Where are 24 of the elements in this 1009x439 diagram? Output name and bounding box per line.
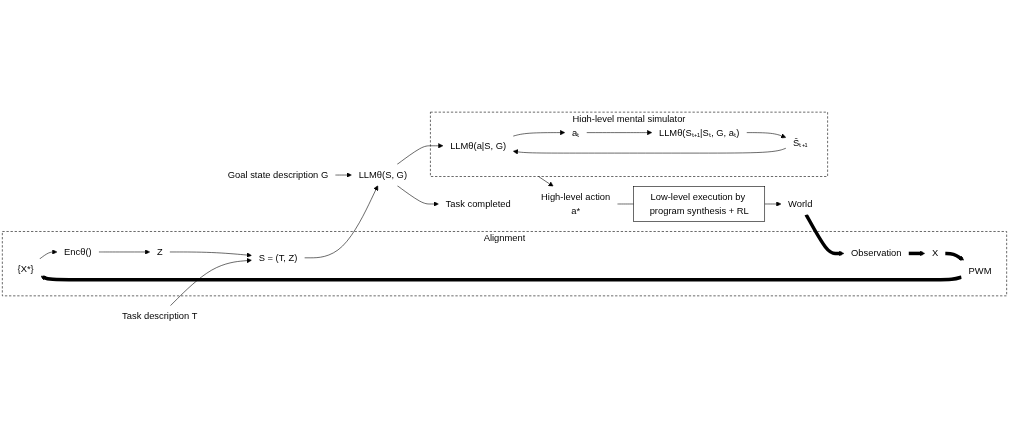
node-text: X [931, 248, 939, 259]
node-text: World [788, 198, 813, 209]
node-text: Observation [851, 248, 902, 259]
arrow [40, 275, 962, 282]
node-text: High-level action a* [541, 191, 611, 216]
node-text: Z [156, 246, 163, 257]
node-text: LLMθ(a|S, G) [450, 140, 507, 151]
node-box [633, 186, 765, 222]
node-text: Goal state description G [227, 169, 329, 180]
cluster [2, 231, 1007, 297]
node-text: LLMθ(S, G) [358, 169, 408, 180]
node-text: aₜ [571, 127, 580, 138]
arrow [908, 250, 926, 256]
cluster [430, 111, 828, 177]
node-text: Task completed [445, 198, 511, 209]
node-text: Encθ() [64, 246, 92, 257]
node-text: PWM [968, 265, 992, 276]
node-text: Ŝₜ₊₁ [792, 137, 808, 148]
node-text: LLMθ(Sₜ₊₁|Sₜ, G, aₜ) [658, 127, 740, 138]
arrow [944, 251, 965, 261]
node-text: S = (T, Z) [258, 252, 298, 263]
arrow [804, 213, 845, 256]
node-text: Task description T [122, 311, 198, 321]
node-text: {X*} [17, 264, 34, 275]
